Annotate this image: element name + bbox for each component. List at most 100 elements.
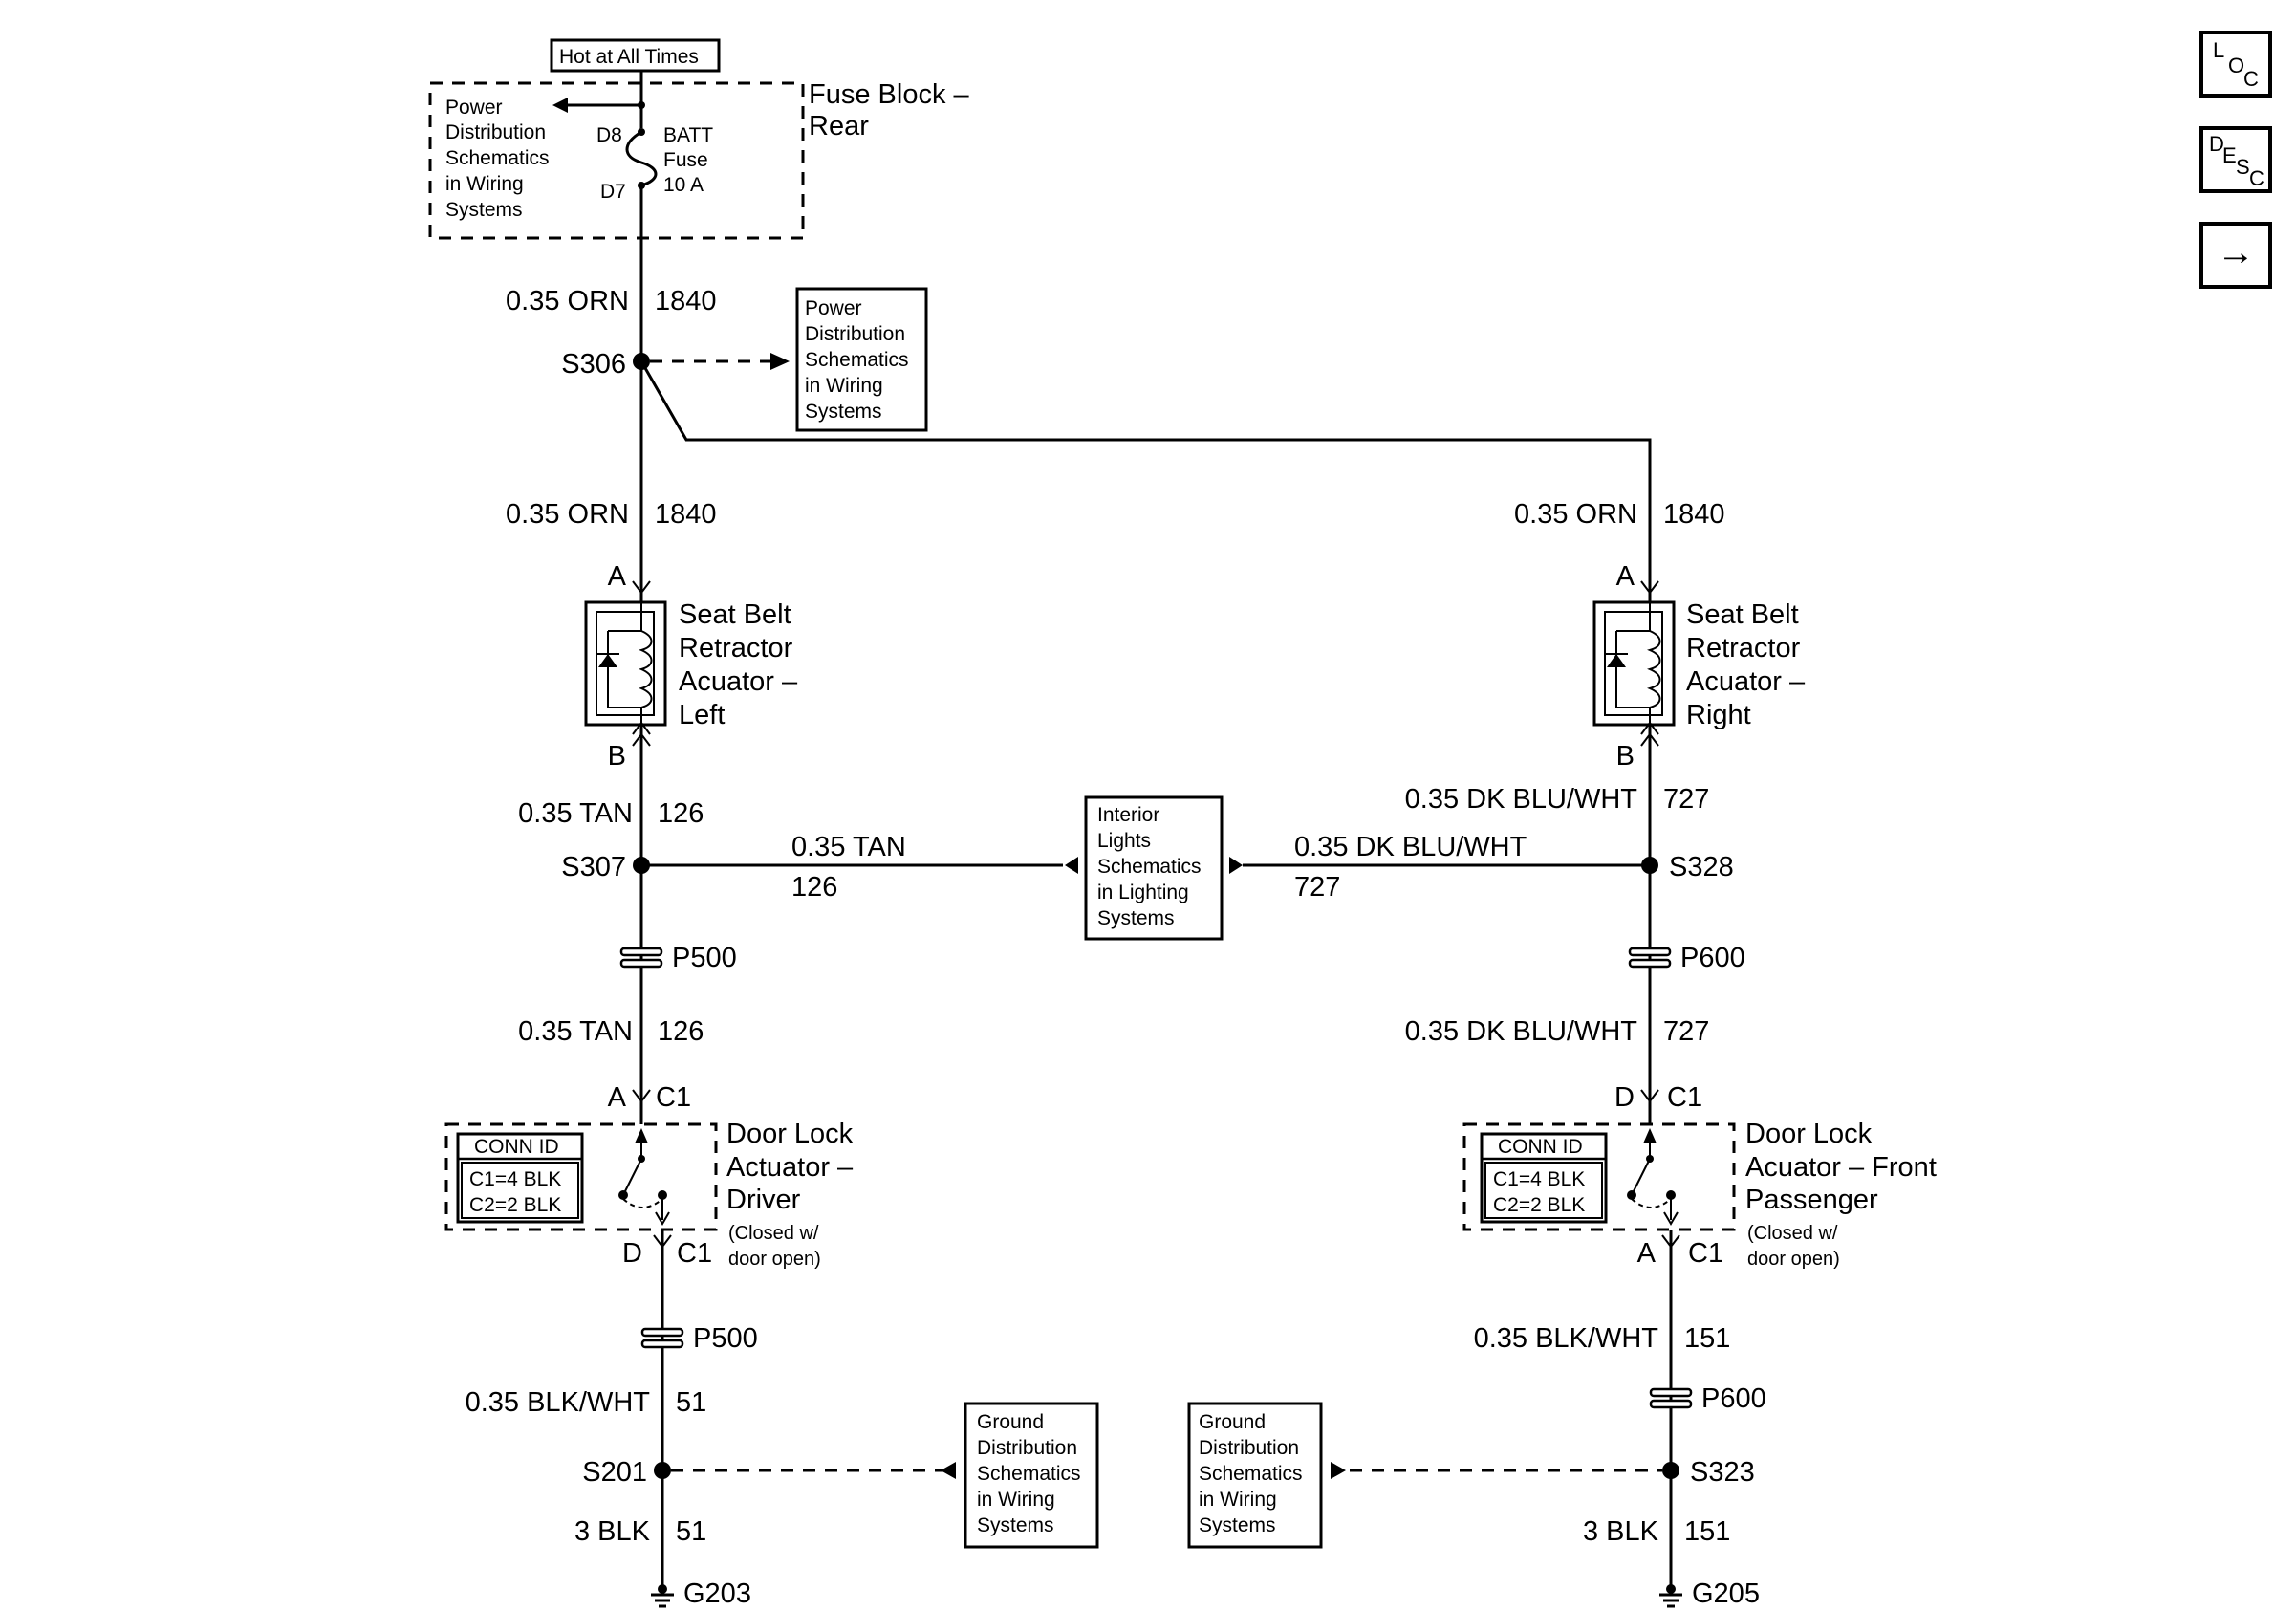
svg-text:Driver: Driver <box>726 1185 801 1215</box>
wire-label-blu-right-2: 0.35 DK BLU/WHT 727 <box>1405 1016 1710 1047</box>
svg-text:727: 727 <box>1294 872 1340 903</box>
splice-s323: S323 <box>1662 1457 1755 1488</box>
interior-lights-ref-box: Interior Lights Schematics in Lighting S… <box>1084 795 1224 941</box>
svg-text:G205: G205 <box>1692 1578 1760 1609</box>
seat-belt-actuator-right: A B Seat Belt Retractor Acuator – Right <box>1592 561 1806 772</box>
svg-text:S201: S201 <box>582 1457 647 1488</box>
svg-text:Door Lock: Door Lock <box>1745 1119 1873 1149</box>
wire-label-tan-horizontal: 0.35 TAN 126 <box>791 832 906 903</box>
svg-text:Left: Left <box>679 700 725 730</box>
power-distribution-ref-small: Power Distribution Schematics in Wiring … <box>445 97 550 221</box>
svg-text:0.35 BLK/WHT: 0.35 BLK/WHT <box>466 1387 651 1418</box>
svg-text:Schematics: Schematics <box>445 147 550 169</box>
svg-text:126: 126 <box>658 798 704 829</box>
svg-text:door open): door open) <box>1747 1249 1840 1270</box>
svg-text:G203: G203 <box>683 1578 751 1609</box>
svg-text:Right: Right <box>1686 700 1751 730</box>
svg-text:51: 51 <box>676 1516 706 1547</box>
svg-text:BATT: BATT <box>663 124 713 146</box>
svg-text:Acuator –: Acuator – <box>679 666 798 697</box>
svg-text:Power: Power <box>805 297 862 319</box>
desc-letter-d: D <box>2209 132 2224 156</box>
svg-text:Seat Belt: Seat Belt <box>1686 599 1799 630</box>
svg-text:C1=4 BLK: C1=4 BLK <box>1493 1168 1585 1190</box>
svg-text:C1: C1 <box>677 1238 712 1269</box>
svg-text:126: 126 <box>791 872 837 903</box>
svg-text:Schematics: Schematics <box>805 349 909 371</box>
svg-text:Distribution: Distribution <box>805 323 905 345</box>
svg-text:0.35 DK BLU/WHT: 0.35 DK BLU/WHT <box>1405 1016 1638 1047</box>
desc-button[interactable]: D E S C <box>2199 126 2272 193</box>
svg-text:door open): door open) <box>728 1249 821 1270</box>
svg-text:1840: 1840 <box>655 499 717 530</box>
wire-label-blu-horizontal: 0.35 DK BLU/WHT 727 <box>1294 832 1527 903</box>
svg-text:Distribution: Distribution <box>1199 1437 1299 1459</box>
svg-text:Ground: Ground <box>977 1411 1044 1433</box>
svg-text:(Closed w/: (Closed w/ <box>728 1223 819 1244</box>
svg-text:727: 727 <box>1663 1016 1709 1047</box>
svg-text:Systems: Systems <box>805 401 882 423</box>
svg-text:Passenger: Passenger <box>1745 1185 1878 1215</box>
svg-text:1840: 1840 <box>655 286 717 316</box>
svg-text:P600: P600 <box>1680 943 1745 973</box>
svg-text:Acuator – Front: Acuator – Front <box>1745 1152 1937 1183</box>
svg-text:in Wiring: in Wiring <box>445 173 524 195</box>
hot-at-all-times-label: Hot at All Times <box>550 38 721 73</box>
splice-s328: S328 <box>1641 852 1734 882</box>
svg-text:Schematics: Schematics <box>1199 1463 1303 1485</box>
loc-button[interactable]: L O C <box>2199 31 2272 98</box>
loc-letter-l: L <box>2213 38 2225 62</box>
ground-distribution-ref-right: Ground Distribution Schematics in Wiring… <box>1187 1402 1323 1549</box>
fuse-block-rear: Fuse Block – Rear <box>428 79 969 240</box>
desc-letter-s: S <box>2236 155 2250 179</box>
svg-text:0.35 TAN: 0.35 TAN <box>518 1016 633 1047</box>
svg-text:S323: S323 <box>1690 1457 1755 1488</box>
wire-label-blu-right-1: 0.35 DK BLU/WHT 727 <box>1405 784 1710 815</box>
svg-text:Retractor: Retractor <box>1686 633 1801 664</box>
svg-text:(Closed w/: (Closed w/ <box>1747 1223 1838 1244</box>
wire-label-orn-left: 0.35 ORN 1840 <box>506 499 716 530</box>
wire-label-blk-wht-left: 0.35 BLK/WHT 51 <box>466 1387 707 1418</box>
svg-text:Lights: Lights <box>1097 830 1151 852</box>
pin-d8: D8 <box>596 124 622 146</box>
svg-text:A: A <box>1637 1238 1657 1269</box>
left-arrow-icon <box>941 1462 956 1479</box>
svg-text:Fuse: Fuse <box>663 149 708 171</box>
svg-text:Hot at All Times: Hot at All Times <box>559 46 699 68</box>
svg-text:C2=2 BLK: C2=2 BLK <box>469 1194 561 1216</box>
svg-text:Acuator –: Acuator – <box>1686 666 1806 697</box>
next-button[interactable]: → <box>2199 222 2272 289</box>
svg-text:P500: P500 <box>672 943 737 973</box>
svg-text:51: 51 <box>676 1387 706 1418</box>
svg-text:D: D <box>622 1238 642 1269</box>
svg-text:in Lighting: in Lighting <box>1097 882 1189 903</box>
seat-belt-actuator-left: A B Seat Belt Retractor Acuator – Left <box>584 561 798 772</box>
svg-text:Schematics: Schematics <box>977 1463 1081 1485</box>
right-arrow-icon <box>1229 857 1243 874</box>
svg-text:D: D <box>1614 1082 1635 1113</box>
wire-label-orn-top: 0.35 ORN 1840 <box>506 286 716 316</box>
ground-g203: G203 <box>651 1578 751 1609</box>
svg-text:C2=2 BLK: C2=2 BLK <box>1493 1194 1585 1216</box>
wire-label-orn-right: 0.35 ORN 1840 <box>1514 499 1724 530</box>
svg-text:CONN ID: CONN ID <box>474 1136 559 1158</box>
svg-text:A: A <box>1616 561 1635 592</box>
svg-text:0.35 TAN: 0.35 TAN <box>518 798 633 829</box>
svg-text:Retractor: Retractor <box>679 633 793 664</box>
svg-text:10 A: 10 A <box>663 174 704 196</box>
wire-label-blk-left: 3 BLK 51 <box>574 1516 706 1547</box>
desc-letter-e: E <box>2222 143 2237 167</box>
svg-text:0.35 DK BLU/WHT: 0.35 DK BLU/WHT <box>1405 784 1638 815</box>
svg-text:P500: P500 <box>693 1323 758 1354</box>
splice-s306: S306 <box>561 349 650 380</box>
left-arrow-icon <box>1065 857 1078 874</box>
svg-text:A: A <box>608 1082 627 1113</box>
svg-text:Distribution: Distribution <box>977 1437 1077 1459</box>
svg-text:C1: C1 <box>1667 1082 1702 1113</box>
svg-text:Fuse Block –: Fuse Block – <box>809 79 969 110</box>
door-lock-actuator-driver: A C1 CONN ID C1=4 BLK C2=2 BLK D C1 Door… <box>444 1082 854 1270</box>
svg-text:Rear: Rear <box>809 111 869 142</box>
svg-text:Interior: Interior <box>1097 804 1159 826</box>
svg-text:0.35 ORN: 0.35 ORN <box>1514 499 1637 530</box>
